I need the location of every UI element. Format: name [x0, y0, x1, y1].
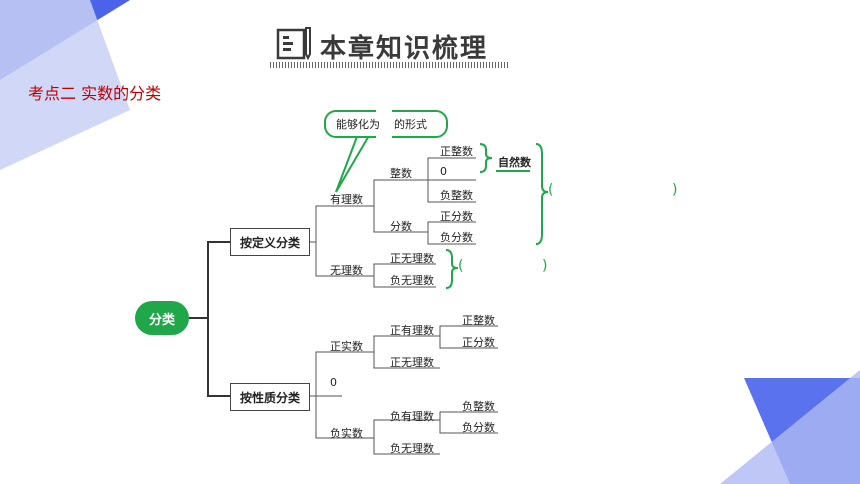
prop-pos-frac-label: 正分数 [462, 336, 495, 349]
natural-label: 自然数 [498, 156, 531, 169]
neg-rational-label: 负有理数 [390, 410, 434, 423]
section-title: 考点二 实数的分类 [28, 84, 162, 103]
callout-right-text: 的形式 [394, 118, 427, 131]
fraction-label: 分数 [390, 220, 412, 233]
irrational-brace [445, 249, 459, 289]
pos-rational-label: 正有理数 [390, 324, 434, 337]
prop-pos-int-label: 正整数 [462, 314, 495, 327]
tree-connectors [189, 241, 230, 397]
root-node: 分类 [135, 301, 189, 335]
pos-irr-label: 正无理数 [390, 252, 434, 265]
pos-int-label: 正整数 [440, 145, 473, 158]
natural-brace [479, 143, 493, 173]
rational-label: 有理数 [330, 193, 363, 206]
by-property-node: 按性质分类 [230, 383, 310, 411]
callout-left-text: 能够化为 [336, 118, 380, 131]
pos-real-label: 正实数 [330, 340, 363, 353]
prop-neg-int-label: 负整数 [462, 400, 495, 413]
big-blank-open: ( [548, 182, 554, 198]
callout-blank [376, 106, 392, 138]
big-blank-close: ) [672, 182, 678, 198]
irrational-label: 无理数 [330, 264, 363, 277]
prop-pos-irr-label: 正无理数 [390, 356, 434, 369]
corner-triangle-bottom-light [720, 370, 860, 484]
integer-label: 整数 [390, 167, 412, 180]
prop-zero-label: 0 [330, 376, 337, 389]
small-blank-open: ( [458, 258, 464, 274]
by-definition-node: 按定义分类 [230, 228, 310, 256]
tree-branches [308, 157, 498, 455]
small-blank-close: ) [542, 258, 548, 274]
neg-frac-label: 负分数 [440, 231, 473, 244]
prop-neg-irr-label: 负无理数 [390, 442, 434, 455]
page-header: 本章知识梳理 [270, 22, 510, 70]
corner-triangle-light [0, 0, 130, 170]
neg-real-label: 负实数 [330, 427, 363, 440]
page-title: 本章知识梳理 [320, 34, 489, 64]
zero-label: 0 [440, 165, 447, 178]
prop-neg-frac-label: 负分数 [462, 421, 495, 434]
big-brace [535, 143, 549, 245]
neg-irr-label: 负无理数 [390, 274, 434, 287]
notebook-icon [276, 27, 311, 61]
callout-tail [335, 133, 371, 193]
pos-frac-label: 正分数 [440, 210, 473, 223]
green-braces [335, 133, 549, 289]
title-underline [270, 62, 510, 68]
neg-int-label: 负整数 [440, 189, 473, 202]
